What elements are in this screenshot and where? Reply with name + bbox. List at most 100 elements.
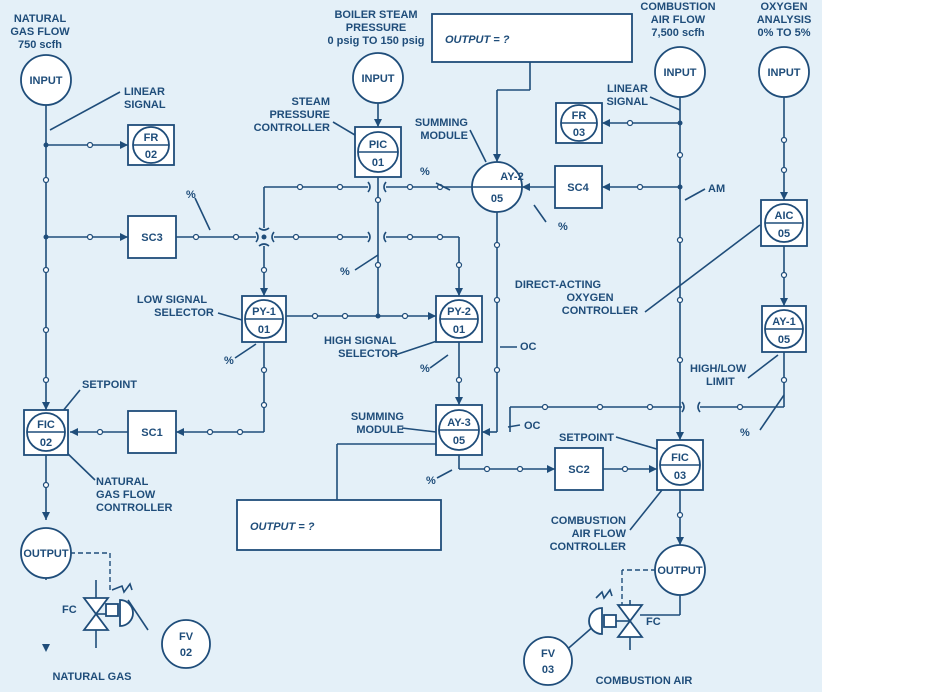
text-labels: NATURAL GAS FLOW 750 scfh BOILER STEAM P… bbox=[10, 1, 811, 687]
signal-taps bbox=[42, 119, 788, 519]
high-signal-selector-l1: HIGH SIGNAL bbox=[324, 335, 396, 347]
natural-gas-flow-l1: NATURAL bbox=[14, 13, 67, 25]
aic05-tag: AIC bbox=[775, 210, 794, 222]
fr02-tag: FR bbox=[144, 132, 159, 144]
junction-dots bbox=[43, 120, 683, 319]
input-steam: INPUT bbox=[352, 52, 404, 104]
output-box-top: OUTPUT = ? bbox=[431, 13, 633, 63]
signal-lines bbox=[45, 62, 785, 616]
sc3-label: SC3 bbox=[141, 232, 162, 244]
pct-pic: % bbox=[340, 266, 350, 278]
natural-gas-flow-controller-l1: NATURAL bbox=[96, 476, 149, 488]
fr03-num: 03 bbox=[573, 127, 585, 139]
oc-label-1: OC bbox=[520, 341, 537, 353]
fr03: FR 03 bbox=[555, 102, 603, 144]
sc4: SC4 bbox=[554, 165, 603, 209]
oxygen-analysis-l1: OXYGEN bbox=[760, 1, 807, 13]
natural-gas-label: NATURAL GAS bbox=[52, 671, 131, 683]
ay3-tag: AY-3 bbox=[447, 417, 470, 429]
sc2-label: SC2 bbox=[568, 464, 589, 476]
pct-ay3: % bbox=[426, 475, 436, 487]
setpoint-right: SETPOINT bbox=[559, 432, 614, 444]
py2-num: 01 bbox=[453, 324, 465, 336]
input-air: INPUT bbox=[654, 46, 706, 98]
oxygen-analysis-l2: ANALYSIS bbox=[757, 14, 812, 26]
summing-module-bottom-l1: SUMMING bbox=[351, 411, 404, 423]
pic01-tag: PIC bbox=[369, 139, 387, 151]
py1-num: 01 bbox=[258, 324, 270, 336]
py1: PY-1 01 bbox=[241, 295, 287, 343]
pic01-num: 01 bbox=[372, 157, 384, 169]
pct-ay2-out: % bbox=[558, 221, 568, 233]
sc1: SC1 bbox=[127, 410, 177, 454]
fr02: FR 02 bbox=[127, 124, 175, 166]
output-box-bottom: OUTPUT = ? bbox=[236, 499, 442, 551]
linear-signal-right-l1: LINEAR bbox=[607, 83, 648, 95]
fv03-tag: FV bbox=[541, 648, 556, 660]
py2: PY-2 01 bbox=[435, 295, 483, 343]
ay3: AY-3 05 bbox=[435, 404, 483, 456]
combustion-air-flow-l1: COMBUSTION bbox=[640, 1, 715, 13]
ay2-tag: AY-2 bbox=[500, 171, 523, 183]
direct-acting-l3: CONTROLLER bbox=[562, 305, 638, 317]
output-box-bottom-label: OUTPUT = ? bbox=[250, 521, 315, 533]
output-box-top-label: OUTPUT = ? bbox=[445, 34, 510, 46]
sc1-label: SC1 bbox=[141, 427, 162, 439]
fic02-tag: FIC bbox=[37, 419, 55, 431]
pic01: PIC 01 bbox=[354, 126, 402, 178]
sc2: SC2 bbox=[554, 447, 604, 491]
fc-label-gas: FC bbox=[62, 604, 77, 616]
fr03-tag: FR bbox=[572, 110, 587, 122]
input-steam-label: INPUT bbox=[362, 73, 395, 85]
py2-tag: PY-2 bbox=[447, 306, 471, 318]
ay1-num: 05 bbox=[778, 334, 790, 346]
steam-pressure-controller-l3: CONTROLLER bbox=[254, 122, 330, 134]
steam-pressure-controller-l2: PRESSURE bbox=[269, 109, 330, 121]
boiler-steam-l2: PRESSURE bbox=[346, 22, 407, 34]
high-low-limit-l2: LIMIT bbox=[706, 376, 735, 388]
high-signal-selector-l2: SELECTOR bbox=[338, 348, 398, 360]
fic02-num: 02 bbox=[40, 437, 52, 449]
direct-acting-l2: OXYGEN bbox=[566, 292, 613, 304]
input-air-label: INPUT bbox=[664, 67, 697, 79]
summing-module-top-l2: MODULE bbox=[420, 130, 468, 142]
fv02: FV 02 bbox=[161, 619, 211, 669]
fic03-tag: FIC bbox=[671, 452, 689, 464]
fic03: FIC 03 bbox=[656, 439, 704, 491]
steam-pressure-controller-l1: STEAM bbox=[292, 96, 331, 108]
sc3: SC3 bbox=[127, 215, 177, 259]
valve-combustion-air bbox=[588, 588, 644, 650]
summing-module-bottom-l2: MODULE bbox=[356, 424, 404, 436]
pct-ay1: % bbox=[740, 427, 750, 439]
natural-gas-flow-l2: GAS FLOW bbox=[10, 26, 70, 38]
combustion-air-flow-controller-l3: CONTROLLER bbox=[550, 541, 626, 553]
pct-ay2-in: % bbox=[420, 166, 430, 178]
pneumatic-lines bbox=[70, 552, 656, 605]
combustion-air-flow-l2: AIR FLOW bbox=[651, 14, 706, 26]
fv03-num: 03 bbox=[542, 664, 554, 676]
input-gas-label: INPUT bbox=[30, 75, 63, 87]
oc-label-2: OC bbox=[524, 420, 541, 432]
fr02-num: 02 bbox=[145, 149, 157, 161]
linear-signal-left-l1: LINEAR bbox=[124, 86, 165, 98]
ay2-num: 05 bbox=[491, 193, 503, 205]
valve-natural-gas bbox=[82, 580, 134, 648]
arrowheads bbox=[42, 119, 788, 652]
ay2: AY-2 05 bbox=[471, 161, 524, 213]
boiler-steam-l1: BOILER STEAM bbox=[334, 9, 417, 21]
combustion-air-flow-l3: 7,500 scfh bbox=[651, 27, 704, 39]
setpoint-left: SETPOINT bbox=[82, 379, 137, 391]
natural-gas-flow-controller-l2: GAS FLOW bbox=[96, 489, 156, 501]
natural-gas-flow-controller-l3: CONTROLLER bbox=[96, 502, 172, 514]
fv02-tag: FV bbox=[179, 631, 194, 643]
output-gas-label: OUTPUT bbox=[23, 548, 69, 560]
low-signal-selector-l1: LOW SIGNAL bbox=[137, 294, 208, 306]
aic05: AIC 05 bbox=[760, 199, 808, 247]
aic05-num: 05 bbox=[778, 228, 790, 240]
input-o2-label: INPUT bbox=[768, 67, 801, 79]
combustion-air-flow-controller-l1: COMBUSTION bbox=[551, 515, 626, 527]
pct-sc3: % bbox=[186, 189, 196, 201]
fc-label-air: FC bbox=[646, 616, 661, 628]
pct-py2: % bbox=[420, 363, 430, 375]
combustion-air-label: COMBUSTION AIR bbox=[596, 675, 693, 687]
